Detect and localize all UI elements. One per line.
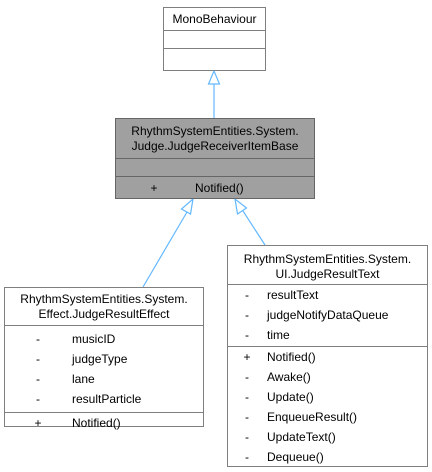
method-row: - Awake() — [228, 367, 427, 387]
inheritance-edge-text-to-base — [242, 210, 266, 246]
methods-section: + Notified() — [116, 176, 314, 199]
class-box-judge-result-text[interactable]: RhythmSystemEntities.System. UI.JudgeRes… — [227, 245, 428, 467]
attributes-section — [164, 30, 265, 48]
attribute-name: judgeType — [72, 352, 128, 366]
method-name: Dequeue() — [267, 450, 324, 464]
visibility-marker: - — [245, 430, 249, 444]
inheritance-edge-effect-to-base — [142, 211, 188, 288]
attribute-row: - judgeNotifyDataQueue — [228, 305, 427, 325]
visibility-marker: - — [36, 392, 40, 406]
inheritance-arrowhead-base-left — [180, 197, 194, 215]
class-title-line: Judge.JudgeReceiverItemBase — [131, 139, 299, 153]
visibility-marker: - — [36, 352, 40, 366]
attribute-name: resultParticle — [72, 392, 142, 406]
visibility-marker: - — [36, 372, 40, 386]
inheritance-arrowhead-base-right — [234, 197, 248, 216]
visibility-marker: - — [245, 370, 249, 384]
method-name: Notified() — [195, 181, 244, 195]
method-row: - EnqueueResult() — [228, 407, 427, 427]
attribute-name: judgeNotifyDataQueue — [267, 308, 389, 322]
visibility-marker: - — [245, 450, 249, 464]
class-box-monobehaviour[interactable]: MonoBehaviour — [163, 7, 266, 71]
class-title-line: UI.JudgeResultText — [275, 267, 380, 281]
visibility-marker: - — [245, 328, 249, 342]
method-row: - Update() — [228, 387, 427, 407]
class-title-line: RhythmSystemEntities.System. — [243, 252, 412, 266]
methods-section: + Notified() — [5, 412, 203, 433]
attribute-row: - resultParticle — [5, 389, 203, 409]
visibility-marker: - — [245, 288, 249, 302]
method-name: EnqueueResult() — [267, 410, 358, 424]
method-row: - Dequeue() — [228, 447, 427, 467]
method-name: Notified() — [72, 416, 121, 430]
attribute-name: time — [267, 328, 290, 342]
visibility-marker: - — [245, 390, 249, 404]
method-row: + Notified() — [228, 347, 427, 367]
attribute-name: lane — [72, 372, 95, 386]
class-box-judge-receiver-item-base[interactable]: RhythmSystemEntities.System. Judge.Judge… — [115, 118, 315, 199]
class-title-line: MonoBehaviour — [172, 12, 257, 26]
visibility-marker: - — [245, 308, 249, 322]
method-name: Notified() — [267, 350, 316, 364]
methods-section: + Notified() - Awake() - Update() - Enqu… — [228, 346, 427, 467]
visibility-marker: + — [243, 350, 251, 364]
class-title: RhythmSystemEntities.System. Effect.Judg… — [5, 288, 203, 325]
class-title: MonoBehaviour — [164, 8, 265, 30]
attribute-row: - time — [228, 325, 427, 345]
attribute-row: - judgeType — [5, 349, 203, 369]
attributes-section: - resultText - judgeNotifyDataQueue - ti… — [228, 284, 427, 346]
method-name: Update() — [267, 390, 314, 404]
visibility-marker: - — [245, 410, 249, 424]
method-row: + Notified() — [5, 413, 203, 433]
method-row: + Notified() — [116, 177, 314, 199]
class-title-line: RhythmSystemEntities.System. — [20, 292, 188, 306]
attribute-name: musicID — [72, 332, 116, 346]
method-name: Awake() — [267, 370, 311, 384]
attributes-section — [116, 158, 314, 176]
class-title: RhythmSystemEntities.System. UI.JudgeRes… — [228, 246, 427, 284]
class-title: RhythmSystemEntities.System. Judge.Judge… — [116, 119, 314, 158]
visibility-marker: + — [34, 416, 42, 430]
visibility-marker: - — [36, 332, 40, 346]
method-name: UpdateText() — [267, 430, 336, 444]
inheritance-arrowhead-mono — [207, 69, 221, 85]
methods-section — [164, 48, 265, 66]
attribute-row: - resultText — [228, 285, 427, 305]
visibility-marker: + — [150, 181, 158, 195]
attribute-name: resultText — [267, 288, 319, 302]
class-title-line: RhythmSystemEntities.System. — [131, 124, 299, 138]
attributes-section: - musicID - judgeType - lane - resultPar… — [5, 325, 203, 412]
attribute-row: - musicID — [5, 329, 203, 349]
class-title-line: Effect.JudgeResultEffect — [38, 307, 170, 321]
attribute-row: - lane — [5, 369, 203, 389]
class-box-judge-result-effect[interactable]: RhythmSystemEntities.System. Effect.Judg… — [4, 287, 204, 430]
method-row: - UpdateText() — [228, 427, 427, 447]
